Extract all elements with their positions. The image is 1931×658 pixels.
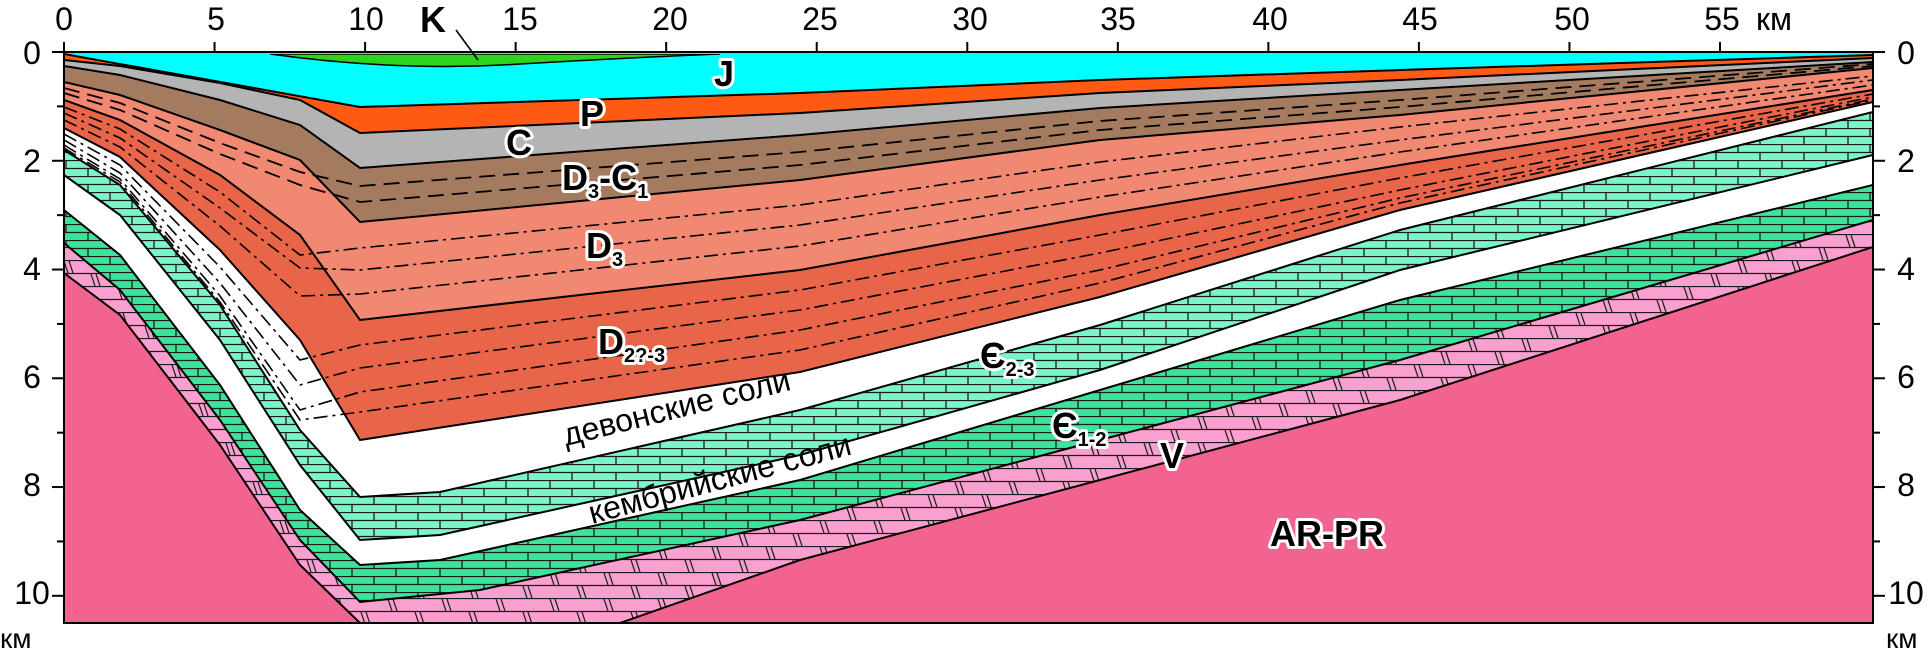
section-frame xyxy=(63,51,1874,624)
y-axis-right: 0 2 4 6 8 10 км xyxy=(1886,35,1924,654)
bedding-D3C1 xyxy=(64,63,1873,203)
layer-K xyxy=(269,53,721,68)
y-tick-label: 0 xyxy=(1897,35,1915,71)
y-tick-label: 8 xyxy=(1897,467,1915,503)
y-tick-label: 8 xyxy=(23,467,41,503)
bedding-D3 xyxy=(64,75,1873,421)
label-P: P xyxy=(580,93,604,134)
x-tick-label: 0 xyxy=(55,1,73,37)
label-D2-3: D2?-3 xyxy=(598,321,665,367)
y-tick-label: 4 xyxy=(1897,251,1915,287)
label-J: J xyxy=(714,53,734,94)
label-C: C xyxy=(506,122,532,163)
label-D3: D3 xyxy=(586,225,623,271)
label-V: V xyxy=(1160,435,1184,476)
y-axis-unit-left: км xyxy=(0,623,32,654)
x-tick-label: 40 xyxy=(1252,1,1288,37)
K-leader-line xyxy=(455,29,479,61)
y-axis-unit-right: км xyxy=(1886,623,1918,654)
y-tick-label: 4 xyxy=(23,251,41,287)
x-axis: 0 5 10 15 20 25 30 35 40 45 50 55 км xyxy=(55,1,1792,37)
label-E2-3: Є2-3 xyxy=(980,335,1035,381)
label-AR-PR: AR-PR xyxy=(1270,513,1384,554)
x-tick-label: 55 xyxy=(1704,1,1740,37)
y-tick-label: 2 xyxy=(1897,143,1915,179)
x-tick-label: 25 xyxy=(802,1,838,37)
x-tick-label: 35 xyxy=(1100,1,1136,37)
x-axis-ticks xyxy=(63,42,1721,52)
x-axis-unit: км xyxy=(1756,1,1792,37)
x-tick-label: 15 xyxy=(502,1,538,37)
y-tick-label: 6 xyxy=(1897,359,1915,395)
label-K: K xyxy=(420,0,446,40)
y-axis-left: 0 2 4 6 8 10 км xyxy=(0,35,50,654)
contact-lines xyxy=(64,53,1873,623)
x-tick-label: 5 xyxy=(207,1,225,37)
x-tick-label: 10 xyxy=(348,1,384,37)
x-tick-label: 45 xyxy=(1402,1,1438,37)
y-tick-label: 6 xyxy=(23,359,41,395)
label-E1-2: Є1-2 xyxy=(1052,405,1107,451)
y-axis-ticks xyxy=(52,51,1885,597)
x-tick-label: 20 xyxy=(652,1,688,37)
unit-labels: K J P C D3-C1 D3 D2?-3 Є2-3 Є1-2 V AR-PR xyxy=(417,0,1387,557)
x-tick-label: 30 xyxy=(952,1,988,37)
y-tick-label: 0 xyxy=(23,35,41,71)
y-tick-label: 10 xyxy=(1888,575,1924,611)
x-tick-label: 50 xyxy=(1554,1,1590,37)
layer-J xyxy=(64,52,1873,107)
strata xyxy=(64,52,1873,623)
label-D3-C1: D3-C1 xyxy=(562,157,648,203)
y-tick-label: 10 xyxy=(14,575,50,611)
y-tick-label: 2 xyxy=(23,143,41,179)
